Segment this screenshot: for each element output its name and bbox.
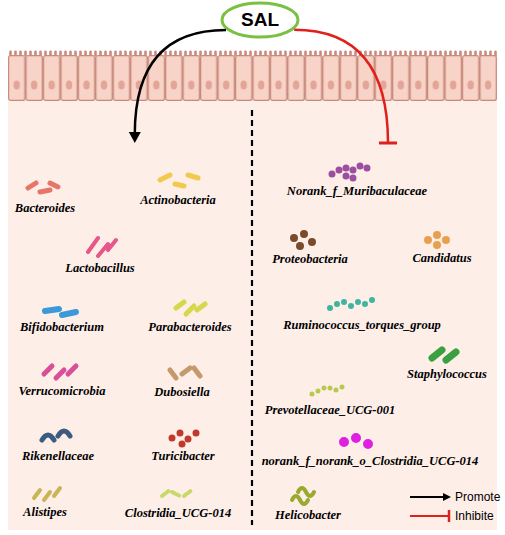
bacteria-name: Proteobacteria (272, 253, 348, 266)
bacteria-name: Rikenellaceae (22, 450, 94, 463)
bacteria-name: Prevotellaceae_UCG-001 (265, 404, 396, 417)
promote-connector (129, 30, 226, 143)
legend-text: Inhibite (455, 510, 494, 522)
compound-ellipse: SAL (220, 1, 300, 39)
arrow-head (129, 132, 141, 143)
legend-arrow-sample (443, 493, 451, 501)
bacterium-icon (28, 183, 58, 192)
bacterium-icon (428, 235, 446, 245)
bacterium-icon (176, 302, 205, 314)
bacterium-icon (160, 175, 198, 186)
lumen-panel (8, 100, 497, 530)
bacteria-name: Bacteroides (15, 202, 75, 215)
bacterium-icon (292, 488, 314, 504)
divider-line (251, 110, 253, 525)
bacteria-name: Alistipes (23, 506, 67, 519)
bacterium-icon (294, 234, 312, 246)
bacteria-name: Candidatus (412, 252, 471, 265)
legend-inhibit-sample (448, 510, 451, 522)
legend-inhibit-sample (410, 515, 448, 517)
bacteria-panel: Bacteroides ActinobacteriaLactobacillusBi… (10, 143, 250, 528)
bacteria-panel: Norank_f_MuribaculaceaeProteobacteria Can… (256, 143, 496, 528)
bacteria-name: Lactobacillus (65, 262, 134, 275)
bacteria-name: Parabacteroides (148, 321, 231, 334)
legend-text: Promote (455, 491, 500, 503)
bacterium-icon (34, 488, 60, 500)
bacteria-name: Staphylococcus (407, 368, 487, 381)
bacterium-icon (432, 350, 456, 360)
connector-line (294, 30, 388, 143)
bacteria-name: Actinobacteria (140, 194, 216, 207)
bacterium-icon (45, 309, 76, 315)
bacterium-icon (42, 431, 70, 440)
legend-arrow-sample (410, 496, 444, 498)
compound-label: SAL (220, 1, 300, 39)
bacteria-name: Norank_f_Muribaculaceae (287, 185, 427, 198)
bacterium-icon (344, 438, 368, 444)
bacteria-name: Clostridia_UCG-014 (125, 507, 231, 520)
inhibit-bar (379, 142, 397, 145)
inhibit-connector (294, 30, 397, 143)
epithelium-cells (8, 55, 497, 101)
connector-line (135, 30, 226, 134)
bacterium-icon (162, 490, 192, 496)
bacterium-icon (170, 368, 200, 378)
bacteria-name: Verrucomicrobia (19, 385, 106, 398)
bacteria-name: Turicibacter (151, 450, 214, 463)
bacterium-icon (44, 366, 76, 378)
bacteria-name: norank_f_norank_o_Clostridia_UCG-014 (262, 455, 479, 468)
bacterium-icon (172, 433, 196, 444)
bacterium-icon (88, 238, 116, 256)
bacterium-icon (330, 300, 372, 308)
bacteria-name: Helicobacter (275, 509, 341, 522)
bacterium-icon (312, 387, 342, 394)
bacteria-name: Dubosiella (154, 386, 210, 399)
bacterium-icon (332, 166, 367, 178)
bacteria-name: Bifidobacterium (20, 321, 104, 334)
bacteria-name: Ruminococcus_torques_group (283, 319, 441, 332)
